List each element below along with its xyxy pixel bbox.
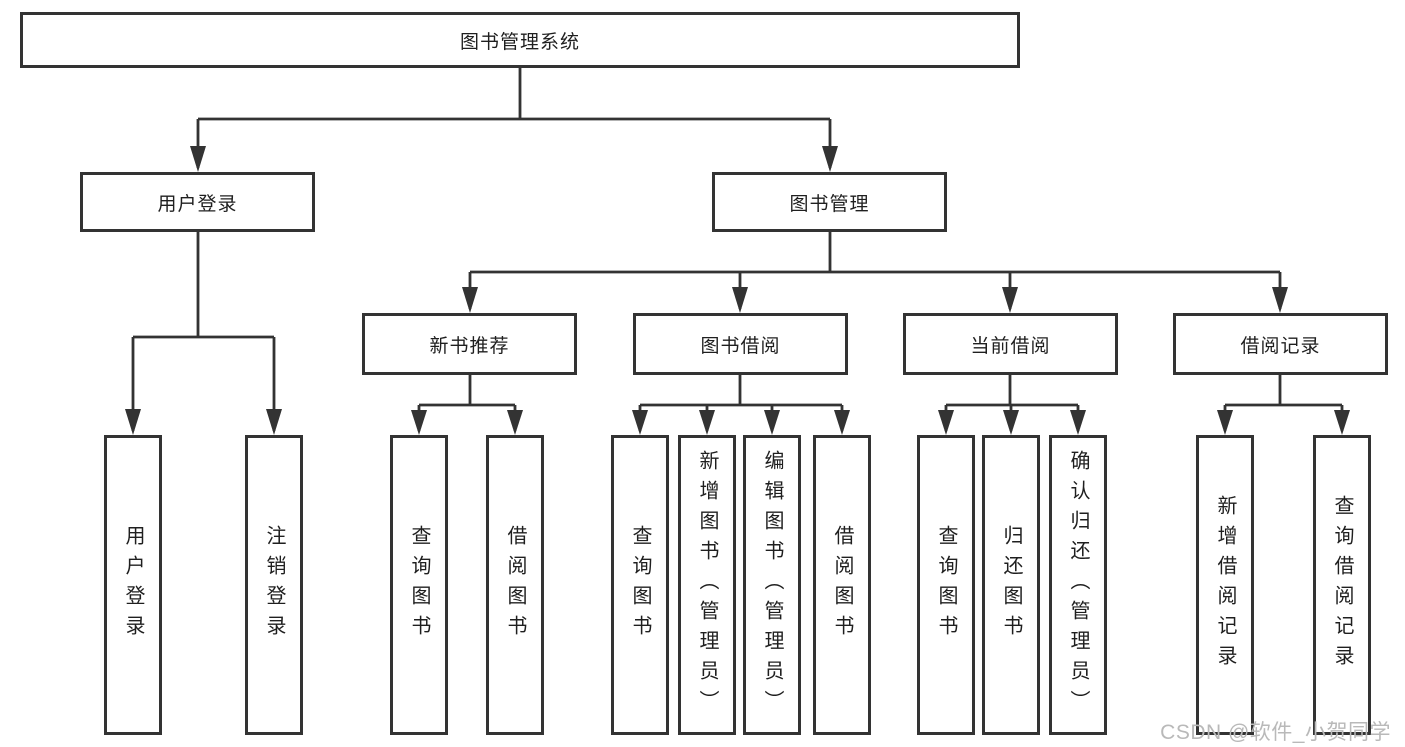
arrow-down-icon bbox=[1003, 410, 1019, 435]
node-borrowing-records: 借阅记录 bbox=[1173, 313, 1388, 375]
arrow-down-icon bbox=[632, 410, 648, 435]
arrow-down-icon bbox=[190, 146, 206, 172]
node-query-borrow-record: 查询借阅记录 bbox=[1313, 435, 1371, 735]
connector-newbook-to-leaves bbox=[411, 375, 523, 435]
arrow-down-icon bbox=[1070, 410, 1086, 435]
connector-current-to-leaves bbox=[938, 375, 1086, 435]
arrow-down-icon bbox=[822, 146, 838, 172]
node-library-management-system: 图书管理系统 bbox=[20, 12, 1020, 68]
arrow-down-icon bbox=[938, 410, 954, 435]
arrow-down-icon bbox=[834, 410, 850, 435]
node-edit-book-admin: 编辑图书（管理员） bbox=[743, 435, 801, 735]
node-user-login: 用户登录 bbox=[80, 172, 315, 232]
node-borrow-books: 借阅图书 bbox=[813, 435, 871, 735]
node-book-borrowing: 图书借阅 bbox=[633, 313, 848, 375]
node-add-book-admin: 新增图书（管理员） bbox=[678, 435, 736, 735]
node-query-books-borrow: 查询图书 bbox=[611, 435, 669, 735]
connector-records-to-leaves bbox=[1217, 375, 1350, 435]
connector-root-to-level2 bbox=[190, 68, 838, 172]
arrow-down-icon bbox=[462, 287, 478, 313]
arrow-down-icon bbox=[1217, 410, 1233, 435]
node-add-borrow-record: 新增借阅记录 bbox=[1196, 435, 1254, 735]
connector-borrow-to-leaves bbox=[632, 375, 850, 435]
arrow-down-icon bbox=[1272, 287, 1288, 313]
arrow-down-icon bbox=[1334, 410, 1350, 435]
node-book-management: 图书管理 bbox=[712, 172, 947, 232]
node-return-books: 归还图书 bbox=[982, 435, 1040, 735]
connector-userlogin-to-leaves bbox=[125, 232, 282, 435]
arrow-down-icon bbox=[764, 410, 780, 435]
node-current-borrowing: 当前借阅 bbox=[903, 313, 1118, 375]
arrow-down-icon bbox=[125, 409, 141, 435]
node-user-login-leaf: 用户登录 bbox=[104, 435, 162, 735]
node-query-books-recommend: 查询图书 bbox=[390, 435, 448, 735]
arrow-down-icon bbox=[266, 409, 282, 435]
arrow-down-icon bbox=[699, 410, 715, 435]
arrow-down-icon bbox=[411, 410, 427, 435]
node-borrow-books-recommend: 借阅图书 bbox=[486, 435, 544, 735]
node-confirm-return-admin: 确认归还（管理员） bbox=[1049, 435, 1107, 735]
arrow-down-icon bbox=[732, 287, 748, 313]
arrow-down-icon bbox=[1002, 287, 1018, 313]
arrow-down-icon bbox=[507, 410, 523, 435]
csdn-watermark: CSDN @软件_小贺同学 bbox=[1160, 721, 1391, 744]
node-logout: 注销登录 bbox=[245, 435, 303, 735]
connector-bookmgmt-to-level3 bbox=[462, 232, 1288, 313]
node-new-book-recommendation: 新书推荐 bbox=[362, 313, 577, 375]
node-query-books-current: 查询图书 bbox=[917, 435, 975, 735]
